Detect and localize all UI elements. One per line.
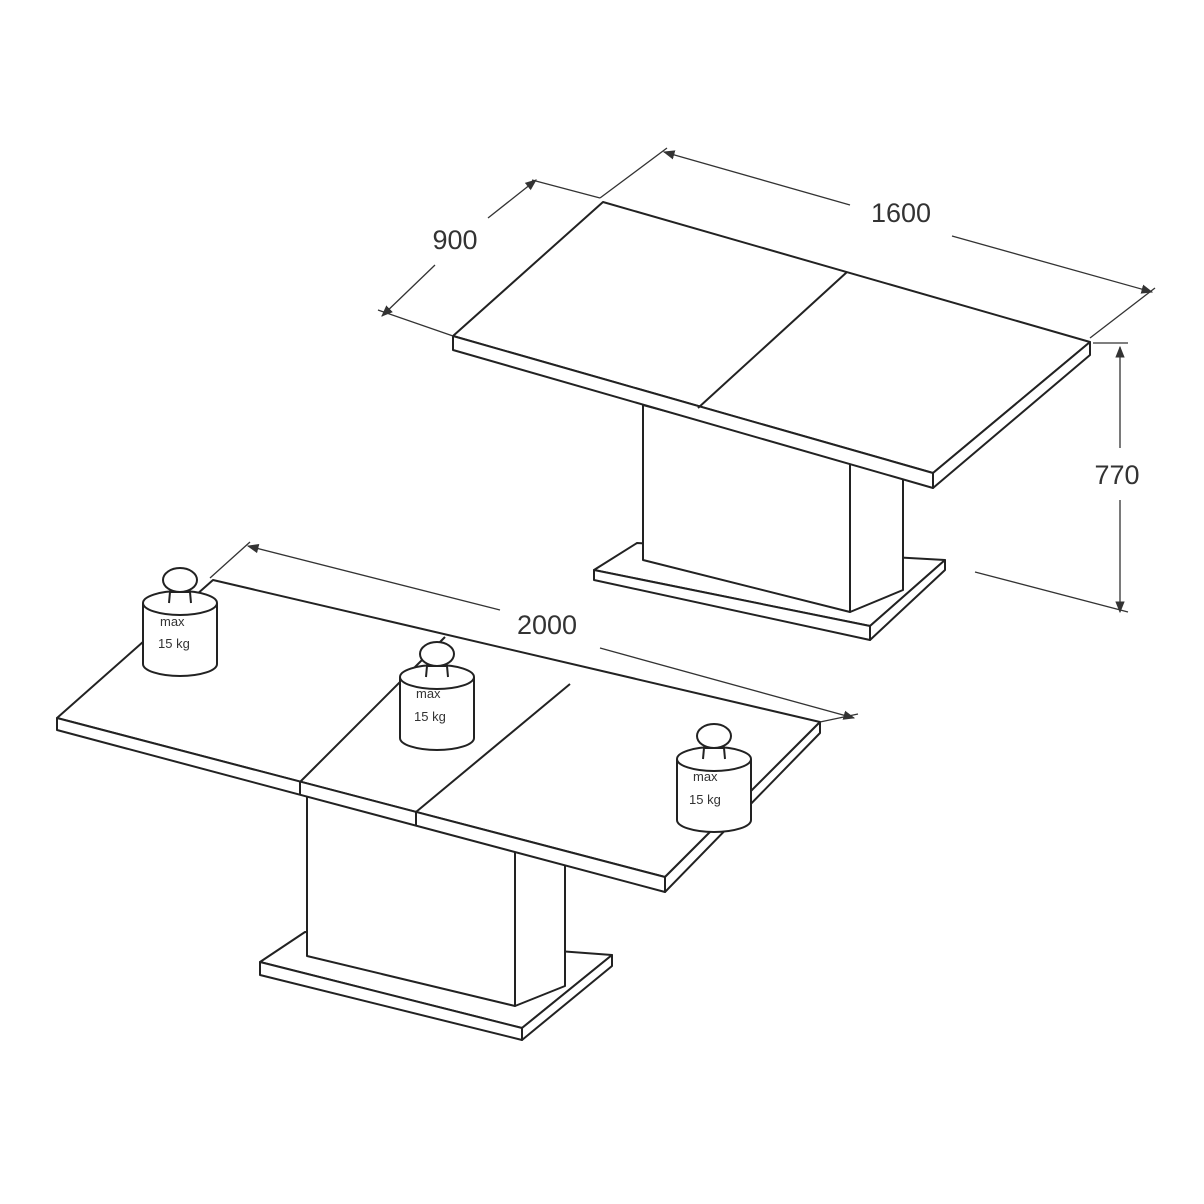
dim-1600: 1600: [599, 147, 1156, 339]
closed-table-top: [452, 201, 1091, 489]
dim-770: 770: [974, 342, 1140, 614]
weight-3: max 15 kg: [676, 723, 752, 833]
dim-900: 900: [377, 179, 601, 337]
dim-1600-label: 1600: [871, 198, 931, 228]
weight-2-max: max: [416, 686, 441, 701]
dim-2000-label: 2000: [517, 610, 577, 640]
closed-table-pedestal: [642, 404, 904, 613]
closed-table: 1600 900 770: [377, 147, 1156, 641]
closed-table-seam: [697, 271, 848, 409]
dim-2000: 2000: [209, 541, 859, 723]
weight-3-max: max: [693, 769, 718, 784]
weight-3-kg: 15 kg: [689, 792, 721, 807]
extended-table-seam-left: [299, 636, 446, 783]
weight-1-kg: 15 kg: [158, 636, 190, 651]
weight-1-max: max: [160, 614, 185, 629]
dim-770-label: 770: [1094, 460, 1139, 490]
weight-2-kg: 15 kg: [414, 709, 446, 724]
extended-table: max 15 kg max 15 kg max 15 kg: [56, 541, 859, 1041]
weight-1: max 15 kg: [142, 567, 218, 677]
weight-2: max 15 kg: [399, 641, 475, 751]
dim-900-label: 900: [432, 225, 477, 255]
extended-table-seam-right: [415, 683, 571, 813]
